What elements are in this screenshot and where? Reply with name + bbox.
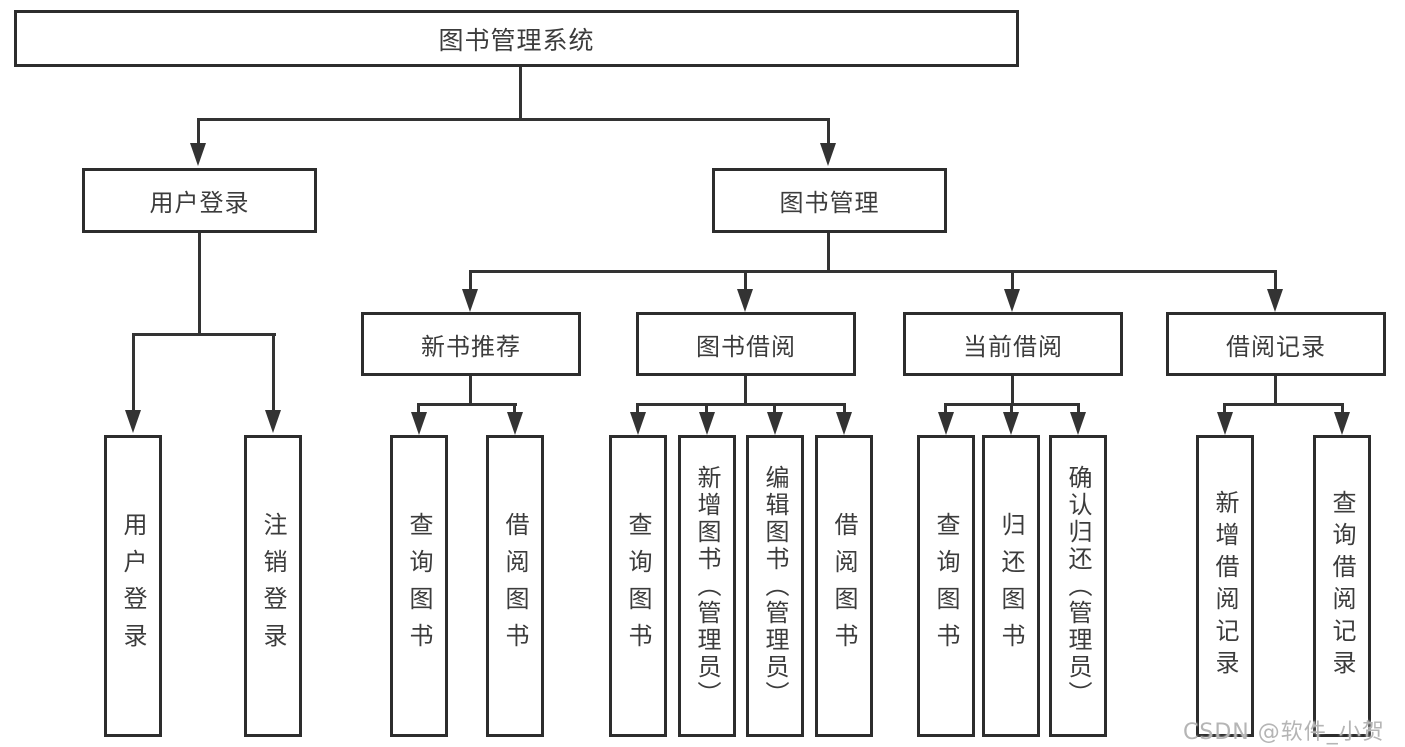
node-book-management: 图书管理 bbox=[712, 168, 947, 233]
csdn-watermark: CSDN @软件_小贺同学 bbox=[1183, 720, 1385, 745]
edge-current-borrow-branch bbox=[944, 403, 1080, 406]
edge-new-books-branch bbox=[417, 403, 517, 406]
leaf-borrow-books-recommend: 借阅图书 bbox=[486, 435, 544, 737]
node-user-login: 用户登录 bbox=[82, 168, 317, 233]
edge-book-borrow-stem bbox=[744, 376, 747, 405]
arrowhead-borrow-records bbox=[1267, 289, 1283, 312]
arrowhead-book-borrow-child1 bbox=[630, 412, 646, 435]
arrowhead-new-books-child1 bbox=[411, 412, 427, 435]
leaf-user-login: 用户登录 bbox=[104, 435, 162, 737]
edge-to-book-borrow-child1 bbox=[636, 405, 639, 414]
node-current-borrow: 当前借阅 bbox=[903, 312, 1123, 376]
edge-current-borrow-stem bbox=[1011, 376, 1014, 405]
edge-to-current-borrow bbox=[1011, 272, 1014, 290]
arrowhead-user-login-child2 bbox=[265, 410, 281, 433]
arrowhead-current-borrow bbox=[1004, 289, 1020, 312]
leaf-return-books: 归还图书 bbox=[982, 435, 1040, 737]
edge-borrow-records-branch bbox=[1223, 403, 1344, 406]
leaf-logout: 注销登录 bbox=[244, 435, 302, 737]
arrowhead-book-borrow-child2 bbox=[699, 412, 715, 435]
edge-to-book-borrow-child4 bbox=[843, 405, 846, 414]
arrowhead-current-borrow-child1 bbox=[938, 412, 954, 435]
edge-to-borrow-records-child2 bbox=[1341, 405, 1344, 414]
arrowhead-new-books-child2 bbox=[507, 412, 523, 435]
edge-to-borrow-records bbox=[1274, 272, 1277, 290]
edge-user-login-stem bbox=[198, 233, 201, 334]
leaf-query-books-current: 查询图书 bbox=[917, 435, 975, 737]
leaf-query-books-recommend: 查询图书 bbox=[390, 435, 448, 737]
leaf-edit-books-admin: 编辑图书（管理员） bbox=[746, 435, 804, 737]
leaf-confirm-return-admin: 确认归还（管理员） bbox=[1049, 435, 1107, 737]
arrowhead-book-borrow-child4 bbox=[836, 412, 852, 435]
edge-to-current-borrow-child1 bbox=[944, 405, 947, 414]
node-book-borrow: 图书借阅 bbox=[636, 312, 856, 376]
arrowhead-current-borrow-child3 bbox=[1070, 412, 1086, 435]
edge-book-mgmt-branch bbox=[469, 270, 1277, 273]
edge-to-new-books-child2 bbox=[513, 405, 516, 414]
arrowhead-new-books bbox=[462, 289, 478, 312]
edge-to-book-borrow-child3 bbox=[773, 405, 776, 414]
arrowhead-user-login-child1 bbox=[125, 410, 141, 433]
arrowhead-book-borrow bbox=[737, 289, 753, 312]
arrowhead-borrow-records-child2 bbox=[1334, 412, 1350, 435]
arrowhead-user-login bbox=[190, 143, 206, 166]
edge-to-borrow-records-child1 bbox=[1223, 405, 1226, 414]
edge-to-book-borrow-child2 bbox=[705, 405, 708, 414]
edge-new-books-stem bbox=[469, 376, 472, 405]
node-root: 图书管理系统 bbox=[14, 10, 1019, 67]
edge-to-current-borrow-child3 bbox=[1077, 405, 1080, 414]
edge-book-mgmt-stem bbox=[827, 233, 830, 272]
edge-root-to-user-login bbox=[197, 120, 200, 144]
edge-to-user-login-child2 bbox=[272, 335, 275, 411]
arrowhead-current-borrow-child2 bbox=[1003, 412, 1019, 435]
edge-borrow-records-stem bbox=[1274, 376, 1277, 405]
edge-to-book-borrow bbox=[744, 272, 747, 290]
edge-to-new-books-child1 bbox=[417, 405, 420, 414]
edge-to-current-borrow-child2 bbox=[1010, 405, 1013, 414]
arrowhead-book-borrow-child3 bbox=[767, 412, 783, 435]
edge-book-borrow-branch bbox=[636, 403, 846, 406]
edge-to-user-login-child1 bbox=[132, 335, 135, 411]
leaf-query-borrow-record: 查询借阅记录 bbox=[1313, 435, 1371, 737]
leaf-borrow-books: 借阅图书 bbox=[815, 435, 873, 737]
edge-root-stem bbox=[519, 67, 522, 120]
edge-to-new-books bbox=[469, 272, 472, 290]
node-borrow-records: 借阅记录 bbox=[1166, 312, 1386, 376]
edge-root-branch bbox=[197, 118, 830, 121]
leaf-query-books-borrow: 查询图书 bbox=[609, 435, 667, 737]
edge-user-login-branch bbox=[132, 333, 276, 336]
leaf-add-books-admin: 新增图书（管理员） bbox=[678, 435, 736, 737]
leaf-add-borrow-record: 新增借阅记录 bbox=[1196, 435, 1254, 737]
node-new-book-recommend: 新书推荐 bbox=[361, 312, 581, 376]
arrowhead-borrow-records-child1 bbox=[1217, 412, 1233, 435]
arrowhead-book-mgmt bbox=[820, 143, 836, 166]
edge-root-to-book-mgmt bbox=[827, 120, 830, 144]
